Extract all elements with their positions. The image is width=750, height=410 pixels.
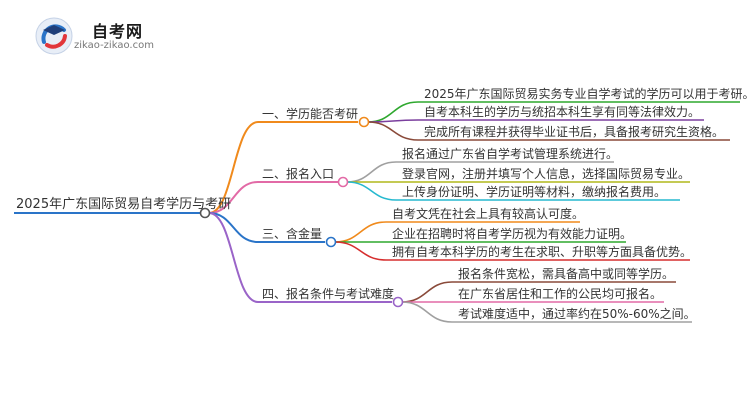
branch-connector-4 [208, 212, 259, 303]
leaf-text-2-2: 登录官网，注册并填写个人信息，选择国际贸易专业。 [402, 167, 691, 181]
leaf-text-3-1: 自考文凭在社会上具有较高认可度。 [392, 207, 585, 221]
graduation-cap-icon [35, 17, 73, 55]
brand-name: 自考网 [92, 22, 144, 41]
leaf-text-4-3: 考试难度适中，通过率约在50%-60%之间。 [458, 307, 696, 321]
branch-label-3: 三、含金量 [262, 227, 323, 241]
leaf-connector-2-3 [346, 181, 397, 201]
leaf-connector-1-1 [367, 101, 419, 123]
branch-node-3 [325, 236, 337, 248]
branch-node-1 [358, 116, 370, 128]
leaf-connector-1-3 [367, 121, 419, 141]
leaf-text-2-3: 上传身份证明、学历证明等材料，缴纳报名费用。 [402, 185, 667, 199]
leaf-connector-3-3 [334, 241, 387, 261]
branch-connector-1 [208, 121, 259, 214]
leaf-connector-4-3 [401, 301, 453, 323]
branch-node-4 [392, 296, 404, 308]
leaf-text-4-2: 在广东省居住和工作的公民均可报名。 [458, 287, 663, 301]
root-topic: 2025年广东国际贸易自考学历与考研 [16, 197, 232, 212]
branch-connector-3 [208, 212, 259, 243]
leaf-text-2-1: 报名通过广东省自学考试管理系统进行。 [402, 147, 619, 161]
branch-node-2 [337, 176, 349, 188]
leaf-text-3-2: 企业在招聘时将自考学历视为有效能力证明。 [392, 227, 633, 241]
leaf-text-1-1: 2025年广东国际贸易实务专业自学考试的学历可以用于考研。 [424, 87, 750, 101]
leaf-connector-4-1 [401, 281, 453, 303]
branch-label-1: 一、学历能否考研 [262, 107, 359, 121]
branch-label-2: 二、报名入口 [262, 167, 335, 181]
leaf-text-3-3: 拥有自考本科学历的考生在求职、升职等方面具备优势。 [392, 245, 693, 259]
logo-badge [34, 16, 74, 56]
leaf-connector-2-1 [346, 161, 397, 183]
brand-url: zikao-zikao.com [74, 40, 154, 51]
root-node [199, 207, 211, 219]
leaf-text-1-2: 自考本科生的学历与统招本科生享有同等法律效力。 [424, 105, 701, 119]
leaf-text-4-1: 报名条件宽松，需具备高中或同等学历。 [458, 267, 675, 281]
branch-connector-2 [208, 181, 259, 214]
leaf-text-1-3: 完成所有课程并获得毕业证书后，具备报考研究生资格。 [424, 125, 725, 139]
branch-label-4: 四、报名条件与考试难度 [262, 287, 395, 301]
leaf-connector-3-1 [334, 221, 387, 243]
